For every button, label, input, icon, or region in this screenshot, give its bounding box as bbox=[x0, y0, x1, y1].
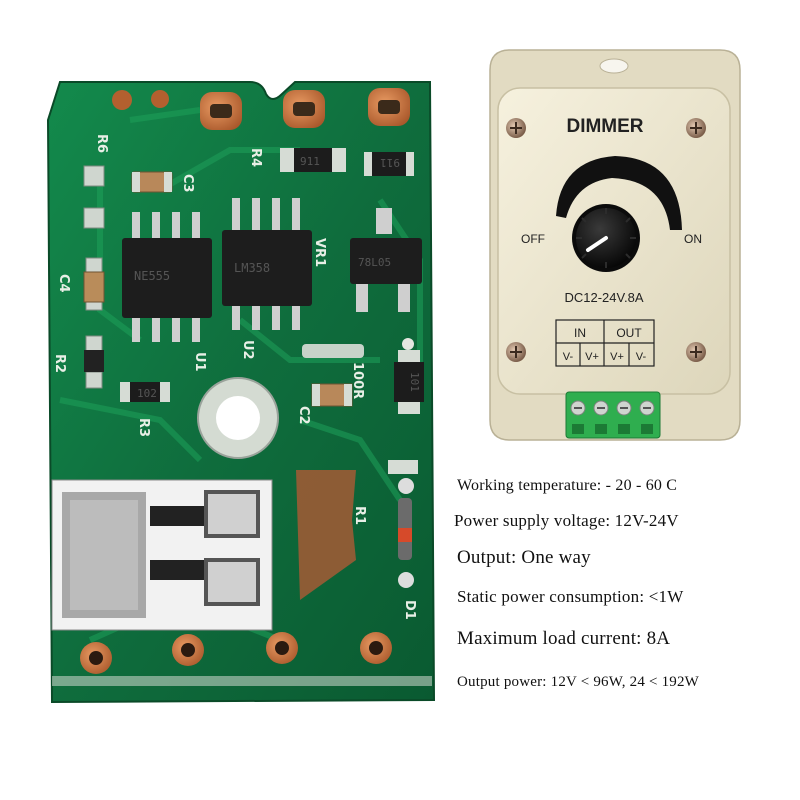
ic-u2-lm358: LM358 bbox=[222, 198, 312, 330]
ic-u1-ne555: NE555 bbox=[122, 212, 212, 342]
spec-power-supply-voltage: Power supply voltage: 12V-24V bbox=[454, 511, 679, 530]
silk-u2: U2 bbox=[240, 340, 255, 360]
off-label: OFF bbox=[521, 232, 545, 246]
silk-c3: C3 bbox=[180, 174, 195, 193]
chip-label-ne555: NE555 bbox=[134, 269, 170, 283]
silk-r6: R6 bbox=[94, 134, 109, 153]
bottom-pads bbox=[80, 632, 392, 674]
chip-label-101: 101 bbox=[408, 372, 421, 392]
chip-label-911-a: 911 bbox=[300, 155, 320, 168]
silk-d1: D1 bbox=[402, 600, 417, 620]
case-screws bbox=[506, 118, 706, 362]
dimmer-title: DIMMER bbox=[566, 116, 643, 137]
dimmer-rating: DC12-24V.8A bbox=[564, 290, 643, 305]
terminal-pin-2: V+ bbox=[585, 351, 599, 363]
on-label: ON bbox=[684, 232, 702, 246]
silkscreen-labels: R6 C3 R4 C4 R2 R3 U1 U2 VR1 100R C2 R1 D… bbox=[52, 134, 417, 620]
silk-c2: C2 bbox=[296, 406, 311, 425]
silk-vr1: VR1 bbox=[312, 238, 327, 267]
terminal-pin-1: V- bbox=[563, 351, 574, 363]
silk-r2: R2 bbox=[52, 354, 67, 373]
terminal-in-header: IN bbox=[574, 326, 586, 340]
silk-r4: R4 bbox=[248, 148, 263, 167]
silk-u1: U1 bbox=[192, 352, 207, 372]
spec-output: Output: One way bbox=[457, 547, 591, 568]
chip-label-lm358: LM358 bbox=[234, 261, 270, 275]
spec-output-power: Output power: 12V < 96W, 24 < 192W bbox=[457, 674, 700, 690]
knob-indicator bbox=[586, 236, 608, 252]
screw-terminal-block[interactable] bbox=[565, 391, 661, 439]
spec-static-power: Static power consumption: <1W bbox=[457, 587, 684, 606]
silk-c4: C4 bbox=[56, 274, 71, 293]
terminal-label-box: IN OUT V- V+ V+ V- bbox=[555, 319, 655, 367]
terminal-out-header: OUT bbox=[616, 326, 642, 340]
top-pads bbox=[112, 88, 410, 130]
chip-label-78l05: 78L05 bbox=[358, 256, 391, 269]
chip-label-102: 102 bbox=[137, 387, 157, 400]
spec-max-load-current: Maximum load current: 8A bbox=[457, 628, 671, 649]
chip-label-911-b: 911 bbox=[380, 156, 400, 169]
silk-r3: R3 bbox=[136, 418, 151, 437]
regulator-vr1: 78L05 bbox=[350, 208, 422, 312]
silk-100r: 100R bbox=[350, 362, 365, 399]
terminal-pin-4: V- bbox=[636, 351, 647, 363]
spec-working-temperature: Working temperature: - 20 - 60 C bbox=[457, 477, 678, 494]
mosfet-to252 bbox=[51, 479, 273, 631]
dimmer-knob[interactable] bbox=[572, 204, 640, 272]
terminal-pin-3: V+ bbox=[610, 351, 624, 363]
silk-r1: R1 bbox=[352, 506, 367, 525]
dimmer-scale-arc bbox=[556, 156, 682, 230]
